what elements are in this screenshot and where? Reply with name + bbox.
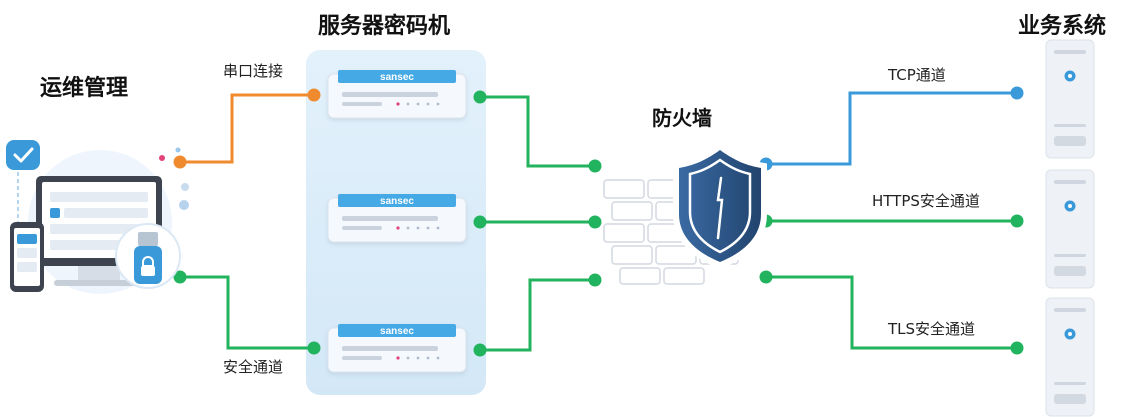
phone-icon (10, 222, 44, 292)
serial-connection-label: 串口连接 (223, 62, 284, 80)
device-brand: sansec (380, 72, 414, 83)
secure-channel-label: 安全通道 (223, 358, 284, 376)
device-brand: sansec (380, 326, 414, 337)
tls-line (766, 275, 1017, 350)
usb-key-icon (115, 223, 181, 289)
hsm3-firewall-line (480, 278, 595, 352)
hsm-label: 服务器密码机 (318, 14, 451, 39)
serial-endpoint-left (173, 155, 187, 169)
ops-illustration (6, 140, 189, 294)
device-brand: sansec (380, 196, 414, 207)
hsm-device-1: sansec (327, 70, 467, 119)
tls-channel-label: TLS安全通道 (888, 320, 976, 338)
firewall-icon (603, 144, 767, 285)
hsm1-firewall-line (480, 95, 595, 168)
business-label: 业务系统 (1018, 14, 1107, 39)
tcp-line (766, 91, 1017, 166)
business-server-2 (1045, 169, 1095, 289)
hsm-device-2: sansec (327, 194, 467, 243)
secure-endpoint-right (307, 341, 321, 355)
check-badge-icon (6, 140, 40, 170)
secure-channel-line (180, 275, 314, 350)
secure-endpoint-left (173, 270, 187, 284)
https-channel-label: HTTPS安全通道 (872, 192, 980, 210)
business-server-3 (1045, 297, 1095, 417)
ops-label: 运维管理 (40, 76, 129, 101)
serial-endpoint-right (307, 88, 321, 102)
business-server-1 (1045, 39, 1095, 159)
serial-line (180, 93, 314, 164)
hsm-device-3: sansec (327, 324, 467, 373)
tcp-channel-label: TCP通道 (888, 66, 946, 84)
firewall-label: 防火墙 (652, 106, 712, 130)
